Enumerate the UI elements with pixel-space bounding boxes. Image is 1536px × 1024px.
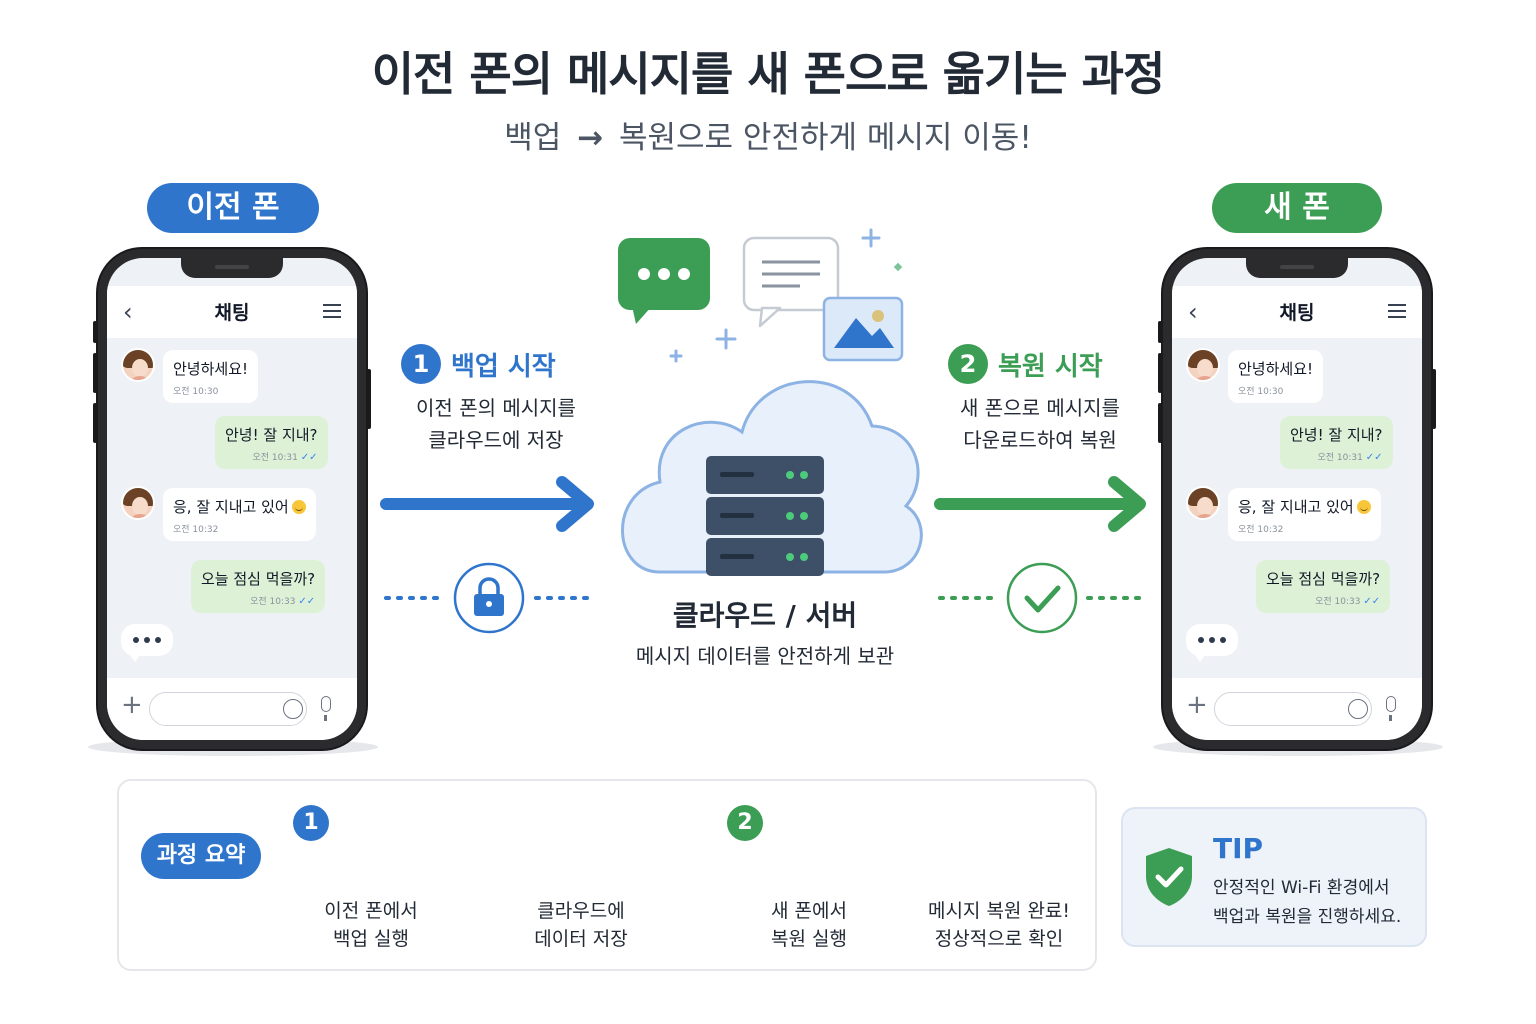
old-phone: ‹ 채팅 안녕하세요! 오전 10:30 안녕! 잘 지내? 오전 10:31 … <box>93 249 371 749</box>
message-icon <box>742 236 840 328</box>
summary-panel <box>117 779 1097 971</box>
tip-line-2: 백업과 복원을 진행하세요. <box>1213 907 1402 927</box>
summary-step2-number: 2 <box>727 805 763 841</box>
emoji-icon[interactable] <box>1348 699 1368 719</box>
summary-item-complete: 메시지 복원 완료! 정상적으로 확인 <box>927 900 1071 950</box>
message-bubble-outgoing: 안녕! 잘 지내? 오전 10:31 ✓✓ <box>1280 416 1393 469</box>
mic-icon[interactable] <box>321 696 331 721</box>
message-input[interactable] <box>149 692 307 726</box>
summary-item-store: 클라우드에 데이터 저장 <box>534 900 628 950</box>
new-phone-screen: ‹ 채팅 안녕하세요! 오전 10:30 안녕! 잘 지내? 오전 10:31 … <box>1172 258 1422 740</box>
lock-icon <box>474 577 504 616</box>
message-bubble-outgoing: 안녕! 잘 지내? 오전 10:31 ✓✓ <box>215 416 328 469</box>
secure-connection-blue <box>384 562 598 634</box>
chat-header: ‹ 채팅 <box>107 286 357 338</box>
smile-emoji-icon <box>1356 500 1371 514</box>
new-phone: ‹ 채팅 안녕하세요! 오전 10:30 안녕! 잘 지내? 오전 10:31 … <box>1158 249 1436 749</box>
typing-indicator-icon <box>1186 624 1238 662</box>
read-check-icon: ✓✓ <box>300 452 318 463</box>
message-bubble-incoming: 응, 잘 지내고 있어 오전 10:32 <box>163 488 316 541</box>
message-bubble-incoming: 안녕하세요! 오전 10:30 <box>1228 350 1324 403</box>
message-bubble-outgoing: 오늘 점심 먹을까? 오전 10:33 ✓✓ <box>1256 560 1391 613</box>
restore-arrow-icon <box>934 476 1146 532</box>
plus-icon[interactable]: + <box>1186 690 1208 720</box>
plus-icon[interactable]: + <box>121 690 143 720</box>
avatar <box>1186 348 1220 382</box>
secure-connection-green <box>938 562 1148 634</box>
avatar <box>121 486 155 520</box>
read-check-icon: ✓✓ <box>1363 596 1381 607</box>
page-title: 이전 폰의 메시지를 새 폰으로 옮기는 과정 <box>371 47 1166 101</box>
message-input-bar: + <box>1172 678 1422 740</box>
read-check-icon: ✓✓ <box>298 596 316 607</box>
chat-title: 채팅 <box>214 302 250 324</box>
read-check-icon: ✓✓ <box>1365 452 1383 463</box>
check-icon <box>1024 585 1061 613</box>
phone-notch <box>1246 258 1348 278</box>
old-phone-label: 이전 폰 <box>147 183 319 233</box>
server-icon <box>706 456 824 576</box>
menu-icon[interactable] <box>1388 304 1406 322</box>
chat-header: ‹ 채팅 <box>1172 286 1422 338</box>
typing-indicator-icon <box>121 624 173 662</box>
chat-bubble-icon <box>618 238 710 324</box>
summary-step1-number: 1 <box>293 805 329 841</box>
message-input[interactable] <box>1214 692 1372 726</box>
image-icon <box>822 296 904 362</box>
subtitle-backup: 백업 <box>504 120 562 156</box>
summary-item-backup: 이전 폰에서 백업 실행 <box>324 900 418 950</box>
back-icon[interactable]: ‹ <box>1188 298 1198 326</box>
phone-notch <box>181 258 283 278</box>
shield-check-icon <box>1146 848 1192 906</box>
summary-label: 과정 요약 <box>141 833 261 879</box>
message-bubble-incoming: 안녕하세요! 오전 10:30 <box>163 350 259 403</box>
old-phone-screen: ‹ 채팅 안녕하세요! 오전 10:30 안녕! 잘 지내? 오전 10:31 … <box>107 258 357 740</box>
back-icon[interactable]: ‹ <box>123 298 133 326</box>
message-bubble-incoming: 응, 잘 지내고 있어 오전 10:32 <box>1228 488 1381 541</box>
mic-icon[interactable] <box>1386 696 1396 721</box>
summary-item-restore: 새 폰에서 복원 실행 <box>771 900 847 950</box>
page-subtitle: 백업 → 복원으로 안전하게 메시지 이동! <box>0 112 1536 157</box>
step2-number: 2 <box>948 344 988 384</box>
emoji-icon[interactable] <box>283 699 303 719</box>
cloud-label: 클라우드 / 서버 <box>672 599 858 632</box>
sparkle-icon <box>669 228 881 363</box>
subtitle-arrow: → <box>577 120 604 156</box>
step2-desc: 새 폰으로 메시지를 다운로드하여 복원 <box>960 396 1120 452</box>
step1-number: 1 <box>401 344 441 384</box>
cloud-sublabel: 메시지 데이터를 안전하게 보관 <box>635 644 895 668</box>
step2-title: 복원 시작 <box>998 352 1103 382</box>
message-bubble-outgoing: 오늘 점심 먹을까? 오전 10:33 ✓✓ <box>191 560 326 613</box>
subtitle-restore: 복원으로 안전하게 메시지 이동! <box>619 120 1032 156</box>
chat-title: 채팅 <box>1279 302 1315 324</box>
tip-title: TIP <box>1213 832 1264 865</box>
backup-arrow-icon <box>380 476 594 532</box>
sparkle-icon <box>893 262 903 272</box>
new-phone-label: 새 폰 <box>1212 183 1382 233</box>
step1-title: 백업 시작 <box>451 352 556 382</box>
avatar <box>1186 486 1220 520</box>
tip-line-1: 안정적인 Wi-Fi 환경에서 <box>1213 878 1390 898</box>
smile-emoji-icon <box>291 500 306 514</box>
menu-icon[interactable] <box>323 304 341 322</box>
avatar <box>121 348 155 382</box>
step1-desc: 이전 폰의 메시지를 클라우드에 저장 <box>416 396 576 452</box>
message-input-bar: + <box>107 678 357 740</box>
